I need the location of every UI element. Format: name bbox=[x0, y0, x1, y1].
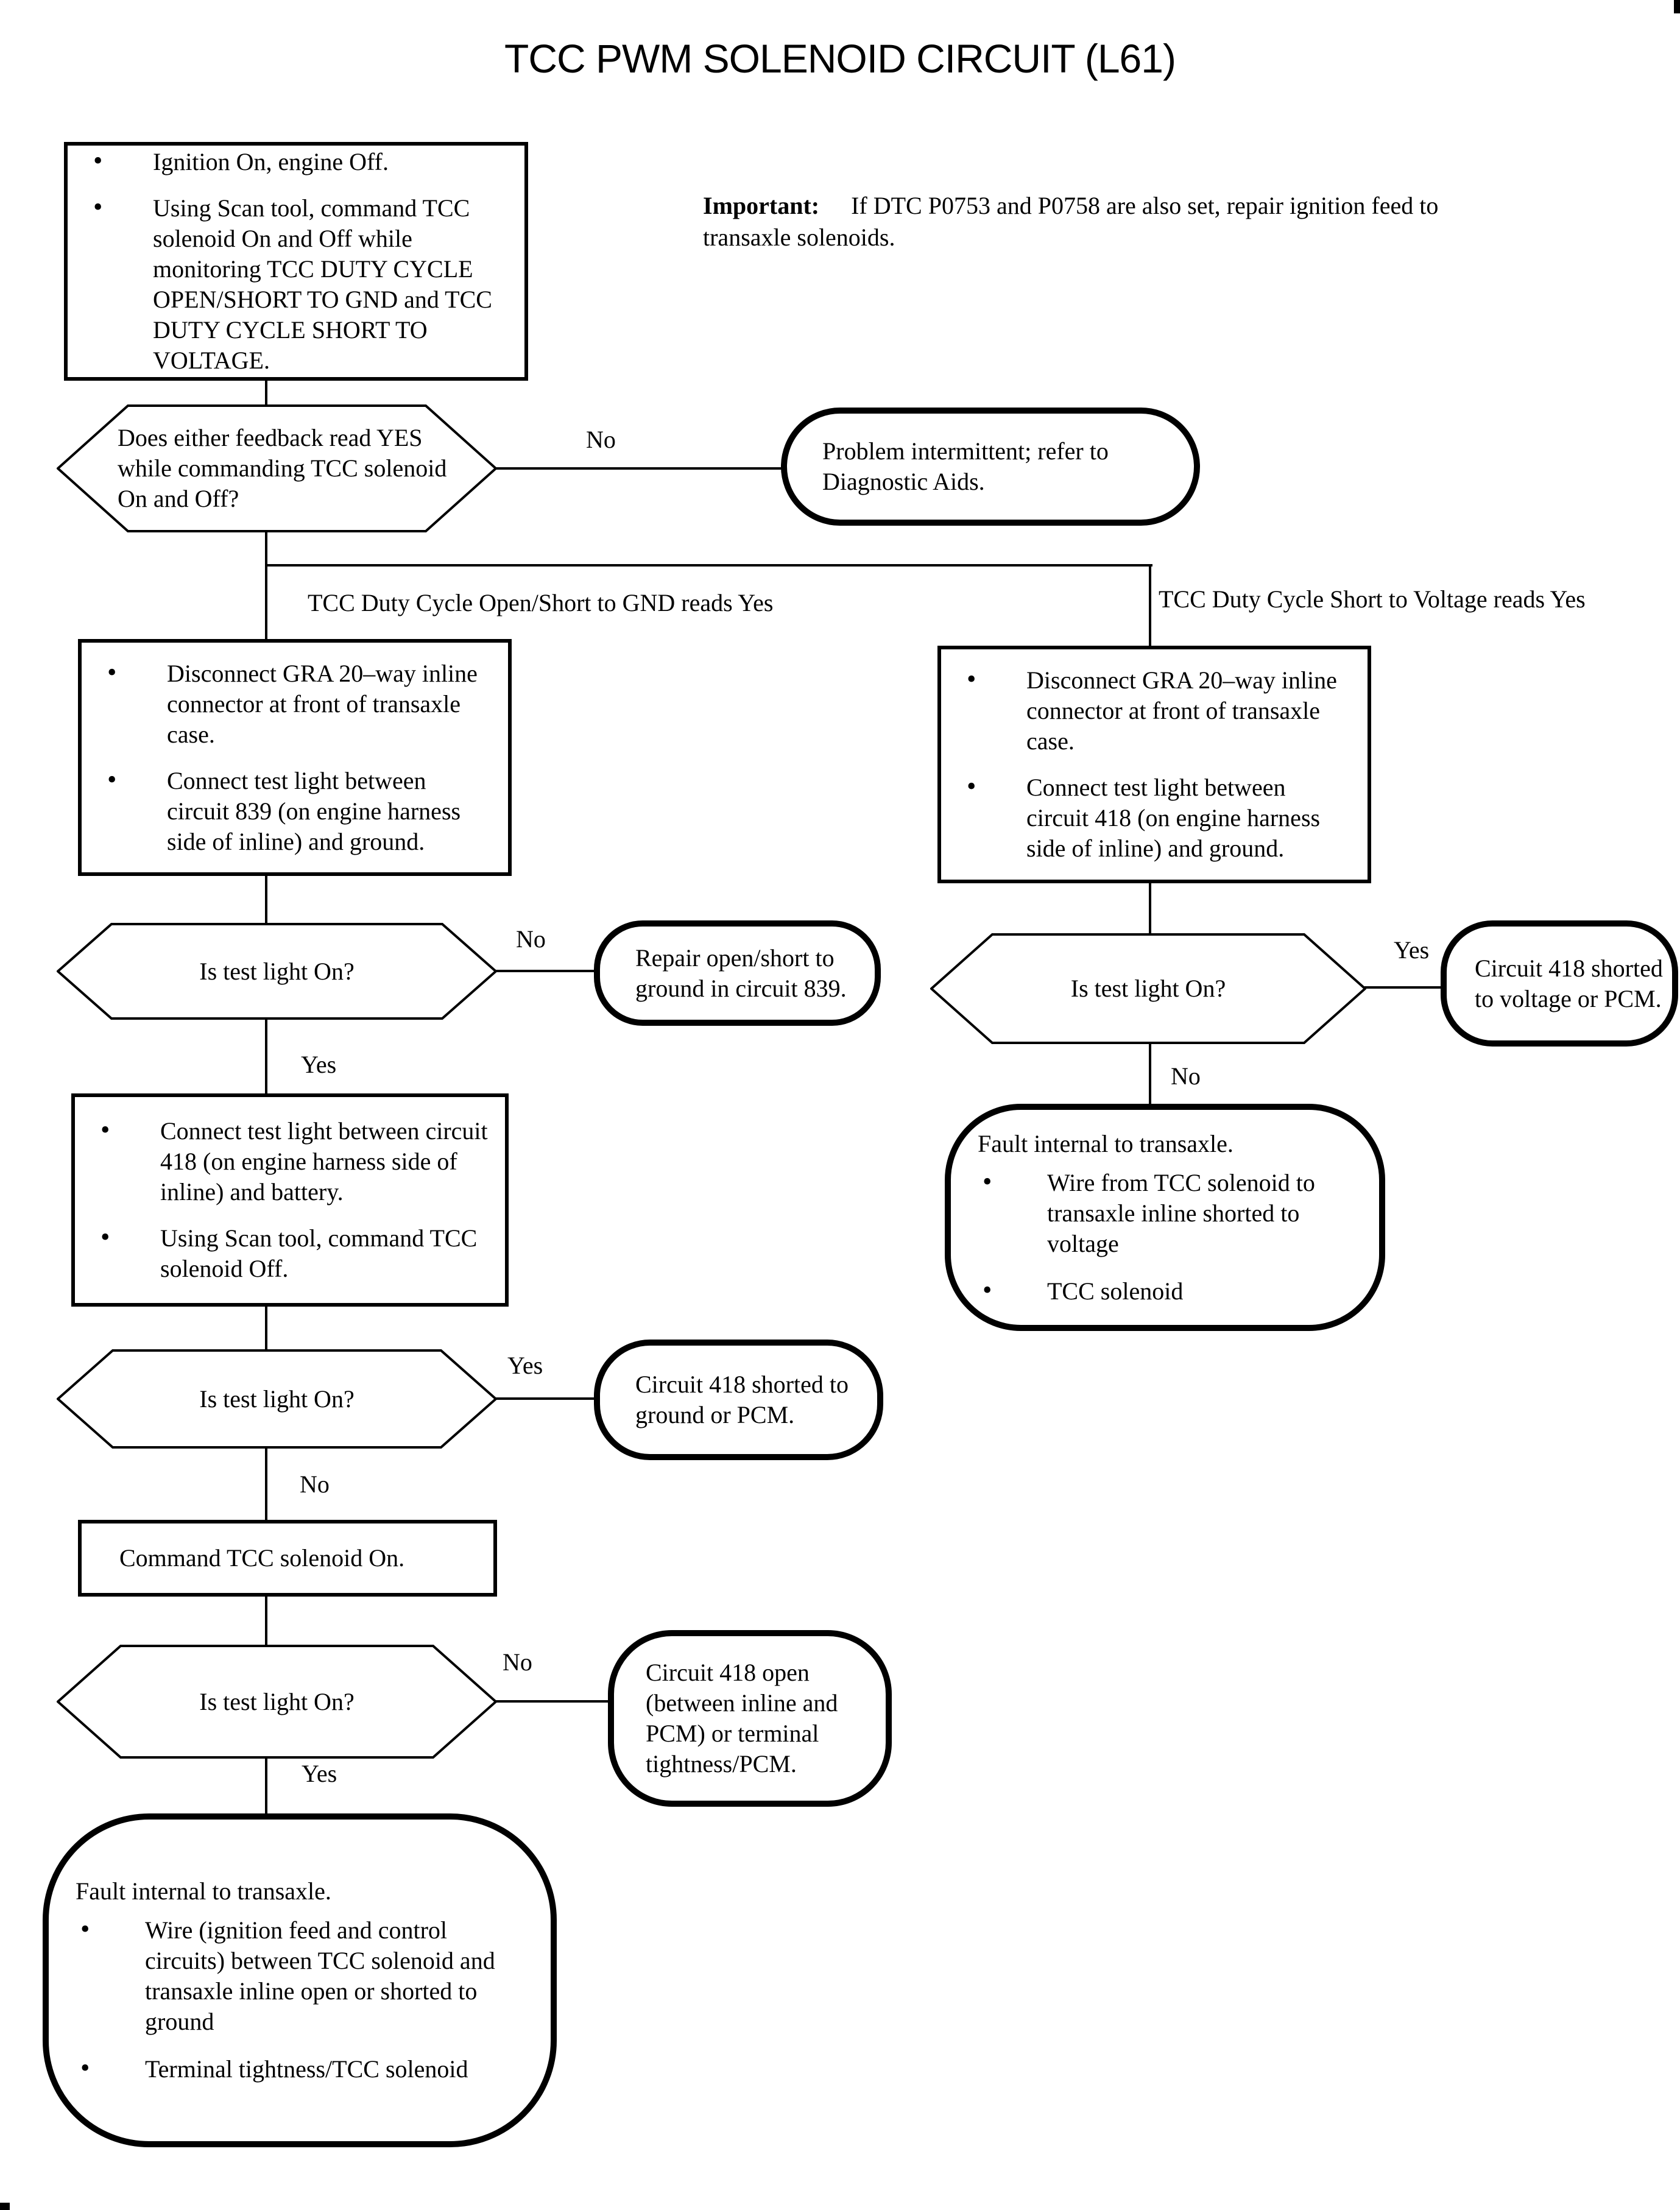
important-note-label: Important: bbox=[703, 192, 820, 219]
problem-intermittent-text: Problem intermittent; refer to Diagnosti… bbox=[822, 437, 1109, 495]
edge-label-yes: Yes bbox=[1394, 936, 1430, 964]
edge-label-no: No bbox=[586, 426, 616, 453]
connector bbox=[265, 1756, 267, 1816]
shorted-ground-text: Circuit 418 shorted to ground or PCM. bbox=[635, 1371, 849, 1428]
connector bbox=[265, 1304, 267, 1352]
connector bbox=[265, 874, 267, 925]
connector bbox=[265, 380, 267, 407]
disconnect-839-box: Disconnect GRA 20–way inline connector a… bbox=[78, 639, 512, 876]
shorted-voltage-text: Circuit 418 shorted to voltage or PCM. bbox=[1475, 954, 1663, 1012]
edge-label-yes: Yes bbox=[302, 1760, 337, 1787]
decision-test-light-1: Is test light On? bbox=[57, 923, 497, 1020]
edge-label-no: No bbox=[1171, 1062, 1201, 1090]
list-item: Connect test light between circuit 418 (… bbox=[941, 771, 1368, 864]
connector bbox=[1364, 986, 1444, 989]
command-on-text: Command TCC solenoid On. bbox=[119, 1544, 405, 1572]
list-item: Using Scan tool, command TCC solenoid Of… bbox=[75, 1222, 505, 1284]
decision-feedback: Does either feedback read YES while comm… bbox=[57, 404, 497, 532]
list-item: Disconnect GRA 20–way inline connector a… bbox=[941, 664, 1368, 757]
connector bbox=[1149, 881, 1151, 936]
list-item: Wire from TCC solenoid to transaxle inli… bbox=[951, 1167, 1379, 1259]
connector bbox=[265, 530, 267, 567]
fault-voltage-list: Wire from TCC solenoid to transaxle inli… bbox=[951, 1167, 1379, 1307]
hexagon-shape bbox=[57, 1349, 497, 1449]
decision-test-light-2-question: Is test light On? bbox=[1070, 975, 1226, 1002]
connector bbox=[265, 1017, 267, 1096]
scan-artifact bbox=[1674, 0, 1680, 13]
fault-voltage-terminal: Fault internal to transaxle. Wire from T… bbox=[945, 1104, 1385, 1331]
start-box-list: Ignition On, engine Off. Using Scan tool… bbox=[68, 146, 524, 376]
fault-ground-terminal: Fault internal to transaxle. Wire (ignit… bbox=[43, 1813, 557, 2147]
command-on-box: Command TCC solenoid On. bbox=[78, 1520, 497, 1597]
hexagon-shape bbox=[57, 923, 497, 1020]
connect-battery-box: Connect test light between circuit 418 (… bbox=[71, 1093, 509, 1307]
connector bbox=[495, 1397, 597, 1400]
important-note: Important:If DTC P0753 and P0758 are als… bbox=[703, 190, 1495, 253]
connector bbox=[265, 1446, 267, 1522]
list-item: Wire (ignition feed and control circuits… bbox=[49, 1914, 551, 2037]
list-item: Using Scan tool, command TCC solenoid On… bbox=[68, 192, 524, 376]
connect-battery-list: Connect test light between circuit 418 (… bbox=[75, 1115, 505, 1284]
connector bbox=[1149, 564, 1151, 649]
connector bbox=[495, 467, 783, 470]
disconnect-418-box: Disconnect GRA 20–way inline connector a… bbox=[937, 646, 1371, 883]
list-item: Connect test light between circuit 418 (… bbox=[75, 1115, 505, 1207]
connector bbox=[1149, 1042, 1151, 1106]
list-item: Disconnect GRA 20–way inline connector a… bbox=[82, 657, 508, 750]
page-title: TCC PWM SOLENOID CIRCUIT (L61) bbox=[504, 36, 1176, 81]
edge-label-no: No bbox=[300, 1470, 330, 1498]
list-item: Connect test light between circuit 839 (… bbox=[82, 764, 508, 857]
hexagon-shape bbox=[57, 1645, 497, 1759]
connector bbox=[495, 970, 597, 972]
hexagon-shape bbox=[57, 404, 497, 532]
decision-test-light-3-question: Is test light On? bbox=[199, 1385, 355, 1413]
list-item: TCC solenoid bbox=[951, 1275, 1379, 1307]
decision-test-light-3: Is test light On? bbox=[57, 1349, 497, 1449]
important-note-text: If DTC P0753 and P0758 are also set, rep… bbox=[703, 192, 1439, 251]
scan-artifact bbox=[0, 2203, 10, 2210]
decision-test-light-4-question: Is test light On? bbox=[199, 1687, 355, 1715]
start-box: Ignition On, engine Off. Using Scan tool… bbox=[64, 142, 528, 381]
branch-label-left: TCC Duty Cycle Open/Short to GND reads Y… bbox=[308, 589, 774, 616]
repair-839-text: Repair open/short to ground in circuit 8… bbox=[635, 944, 847, 1002]
decision-test-light-2: Is test light On? bbox=[930, 933, 1366, 1044]
edge-label-yes: Yes bbox=[507, 1352, 543, 1379]
hexagon-shape bbox=[930, 933, 1366, 1044]
list-item: Ignition On, engine Off. bbox=[68, 146, 524, 177]
disconnect-418-list: Disconnect GRA 20–way inline connector a… bbox=[941, 664, 1368, 864]
shorted-ground-terminal: Circuit 418 shorted to ground or PCM. bbox=[594, 1340, 883, 1460]
connector bbox=[265, 564, 1152, 567]
edge-label-yes: Yes bbox=[301, 1051, 337, 1078]
edge-label-no: No bbox=[503, 1648, 532, 1676]
repair-839-terminal: Repair open/short to ground in circuit 8… bbox=[594, 920, 881, 1026]
shorted-voltage-terminal: Circuit 418 shorted to voltage or PCM. bbox=[1441, 920, 1678, 1047]
fault-voltage-heading: Fault internal to transaxle. bbox=[978, 1129, 1234, 1157]
decision-test-light-4: Is test light On? bbox=[57, 1645, 497, 1759]
decision-feedback-question: Does either feedback read YES while comm… bbox=[118, 424, 447, 512]
disconnect-839-list: Disconnect GRA 20–way inline connector a… bbox=[82, 657, 508, 857]
problem-intermittent-terminal: Problem intermittent; refer to Diagnosti… bbox=[781, 408, 1200, 526]
list-item: Terminal tightness/TCC solenoid bbox=[49, 2053, 551, 2085]
edge-label-no: No bbox=[516, 925, 546, 953]
branch-label-right: TCC Duty Cycle Short to Voltage reads Ye… bbox=[1159, 585, 1586, 613]
open-418-terminal: Circuit 418 open (between inline and PCM… bbox=[608, 1630, 892, 1807]
connector bbox=[265, 564, 267, 641]
connector bbox=[495, 1700, 612, 1703]
open-418-text: Circuit 418 open (between inline and PCM… bbox=[646, 1659, 838, 1778]
fault-ground-heading: Fault internal to transaxle. bbox=[76, 1877, 331, 1905]
connector bbox=[265, 1594, 267, 1647]
decision-test-light-1-question: Is test light On? bbox=[199, 957, 355, 985]
fault-ground-list: Wire (ignition feed and control circuits… bbox=[49, 1914, 551, 2085]
